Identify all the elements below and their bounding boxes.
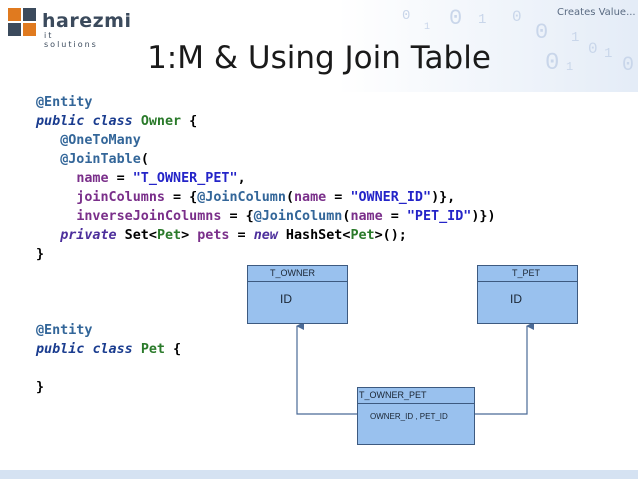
- code-type: Pet: [140, 342, 165, 357]
- code-punct: =: [326, 190, 351, 205]
- code-block: @Entity public class Owner { @OneToMany @…: [36, 93, 496, 397]
- code-punct: =: [229, 228, 254, 243]
- code-line: public class Pet {: [36, 340, 496, 359]
- table-t-owner: T_OWNER ID: [247, 265, 348, 324]
- table-t-owner-pet: T_OWNER_PET OWNER_ID , PET_ID: [357, 387, 475, 445]
- decor-digit: 1: [566, 60, 574, 74]
- code-attribute: name: [350, 209, 383, 224]
- code-annotation: @JoinColumn: [253, 209, 343, 224]
- header-gradient: [338, 0, 638, 92]
- code-type: Owner: [140, 114, 182, 129]
- decor-digit: 0: [622, 54, 635, 77]
- code-keyword: new: [253, 228, 278, 243]
- code-punct: >: [181, 228, 190, 243]
- code-line: @OneToMany: [36, 131, 496, 150]
- decor-digit: 0: [588, 40, 598, 58]
- code-punct: {: [181, 114, 198, 129]
- decor-digit: 0: [512, 8, 522, 26]
- code-line: @JoinTable(: [36, 150, 496, 169]
- connector-join-to-pet: [475, 322, 534, 415]
- code-punct: (: [285, 190, 294, 205]
- decor-digit: 1: [424, 22, 431, 33]
- code-attribute: inverseJoinColumns: [76, 209, 222, 224]
- table-header: T_OWNER: [248, 266, 347, 282]
- table-field: OWNER_ID , PET_ID: [370, 412, 448, 421]
- code-punct: ,: [237, 171, 246, 186]
- code-punct: )},: [431, 190, 456, 205]
- code-keyword: public: [36, 114, 85, 129]
- code-line: @Entity: [36, 93, 496, 112]
- code-punct: }: [36, 380, 45, 395]
- code-punct: >();: [374, 228, 407, 243]
- code-line: name = "T_OWNER_PET",: [36, 169, 496, 188]
- code-annotation: @JoinColumn: [197, 190, 286, 205]
- code-keyword: private: [60, 228, 117, 243]
- slide-header: 0 1 0 1 0 0 1 0 1 0 1 0: [0, 0, 638, 92]
- decor-digit: 0: [402, 8, 411, 24]
- tagline: Creates Value...: [557, 7, 636, 18]
- code-annotation: @Entity: [36, 95, 93, 110]
- code-type: Pet: [156, 228, 182, 243]
- decor-digit: 1: [478, 12, 487, 28]
- code-line: public class Owner {: [36, 112, 496, 131]
- connector-join-to-owner: [296, 322, 357, 415]
- code-line: }: [36, 245, 496, 264]
- code-line: inverseJoinColumns = {@JoinColumn(name =…: [36, 207, 496, 226]
- slide-footer-band: [0, 470, 638, 479]
- code-type: Pet: [350, 228, 375, 243]
- code-punct: (: [342, 209, 351, 224]
- table-field: ID: [510, 292, 522, 306]
- table-t-pet: T_PET ID: [477, 265, 578, 324]
- code-type-text: Set<: [116, 228, 157, 243]
- code-annotation: @OneToMany: [60, 133, 141, 148]
- decor-digit: 0: [545, 50, 560, 77]
- code-keyword: class: [92, 342, 133, 357]
- code-line: }: [36, 378, 496, 397]
- code-attribute: name: [76, 171, 109, 186]
- logo-subtitle: it solutions: [44, 31, 98, 49]
- code-punct: )}): [471, 209, 496, 224]
- code-line: private Set<Pet> pets = new HashSet<Pet>…: [36, 226, 496, 245]
- decor-digit: 1: [604, 46, 613, 62]
- code-string: "PET_ID": [406, 209, 472, 224]
- code-attribute: joinColumns: [76, 190, 165, 205]
- code-annotation: @Entity: [36, 323, 93, 338]
- code-punct: (: [140, 152, 149, 167]
- decor-digit: 0: [535, 20, 549, 45]
- code-keyword: class: [92, 114, 133, 129]
- code-punct: {: [165, 342, 182, 357]
- code-punct: =: [108, 171, 133, 186]
- code-field: pets: [189, 228, 230, 243]
- table-header: T_OWNER_PET: [358, 388, 474, 404]
- code-punct: =: [382, 209, 407, 224]
- code-keyword: public: [36, 342, 85, 357]
- code-punct: }: [36, 247, 45, 262]
- code-line: joinColumns = {@JoinColumn(name = "OWNER…: [36, 188, 496, 207]
- slide-title: 1:M & Using Join Table: [147, 40, 491, 76]
- code-punct: = {: [221, 209, 254, 224]
- decor-digit: 0: [449, 6, 463, 31]
- code-string: "OWNER_ID": [350, 190, 432, 205]
- logo-word: harezmi: [42, 10, 132, 32]
- code-line: @Entity: [36, 321, 496, 340]
- code-annotation: @JoinTable: [60, 152, 141, 167]
- table-field: ID: [280, 292, 292, 306]
- decor-digit: 1: [571, 30, 580, 46]
- table-header: T_PET: [478, 266, 577, 282]
- code-attribute: name: [294, 190, 327, 205]
- code-string: "T_OWNER_PET": [132, 171, 238, 186]
- logo-mark-icon: [8, 8, 36, 36]
- harezmi-logo: harezmi it solutions: [6, 6, 131, 49]
- code-punct: = {: [165, 190, 198, 205]
- code-type-text: HashSet<: [277, 228, 351, 243]
